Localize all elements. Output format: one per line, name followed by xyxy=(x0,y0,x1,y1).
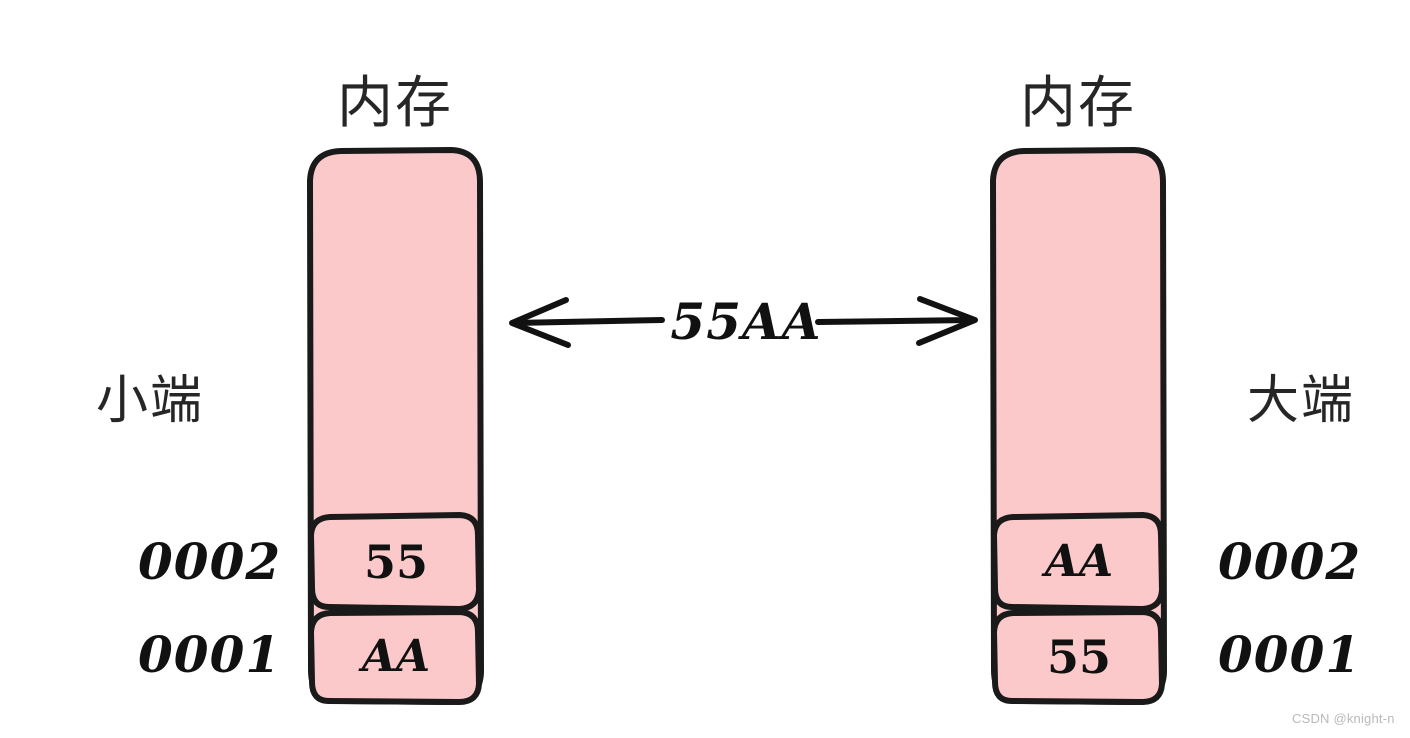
memory-cell-left-0001 xyxy=(308,609,482,705)
endian-label-big: 大端 xyxy=(1247,372,1356,430)
address-label-left-0002: 0002 xyxy=(138,532,282,591)
watermark: CSDN @knight-n xyxy=(1292,711,1395,726)
cell-value-left-0002: 55 xyxy=(363,535,428,589)
endian-label-little: 小端 xyxy=(96,372,205,430)
memory-column-big-endian xyxy=(990,147,1167,705)
cell-value-right-0001: 55 xyxy=(1046,630,1111,684)
transfer-arrow-label: 55AA xyxy=(670,292,822,351)
arrow-shaft-left xyxy=(511,317,665,326)
memory-cell-right-0002 xyxy=(991,512,1165,612)
address-label-right-0002: 0002 xyxy=(1218,532,1362,591)
cell-value-right-0002: AA xyxy=(1044,536,1114,587)
memory-cell-left-0002 xyxy=(308,512,482,612)
transfer-arrow xyxy=(509,296,978,348)
address-label-right-0001: 0001 xyxy=(1218,625,1362,684)
arrow-left-icon xyxy=(509,297,571,348)
cell-value-left-0001: AA xyxy=(361,631,431,682)
arrow-shaft-right xyxy=(815,317,975,325)
memory-title-left: 内存 xyxy=(337,71,453,134)
address-label-left-0001: 0001 xyxy=(138,625,282,684)
memory-title-right: 内存 xyxy=(1020,71,1136,134)
memory-cell-right-0001 xyxy=(991,609,1165,705)
memory-column-little-endian xyxy=(307,147,484,705)
arrow-right-icon xyxy=(916,296,978,346)
